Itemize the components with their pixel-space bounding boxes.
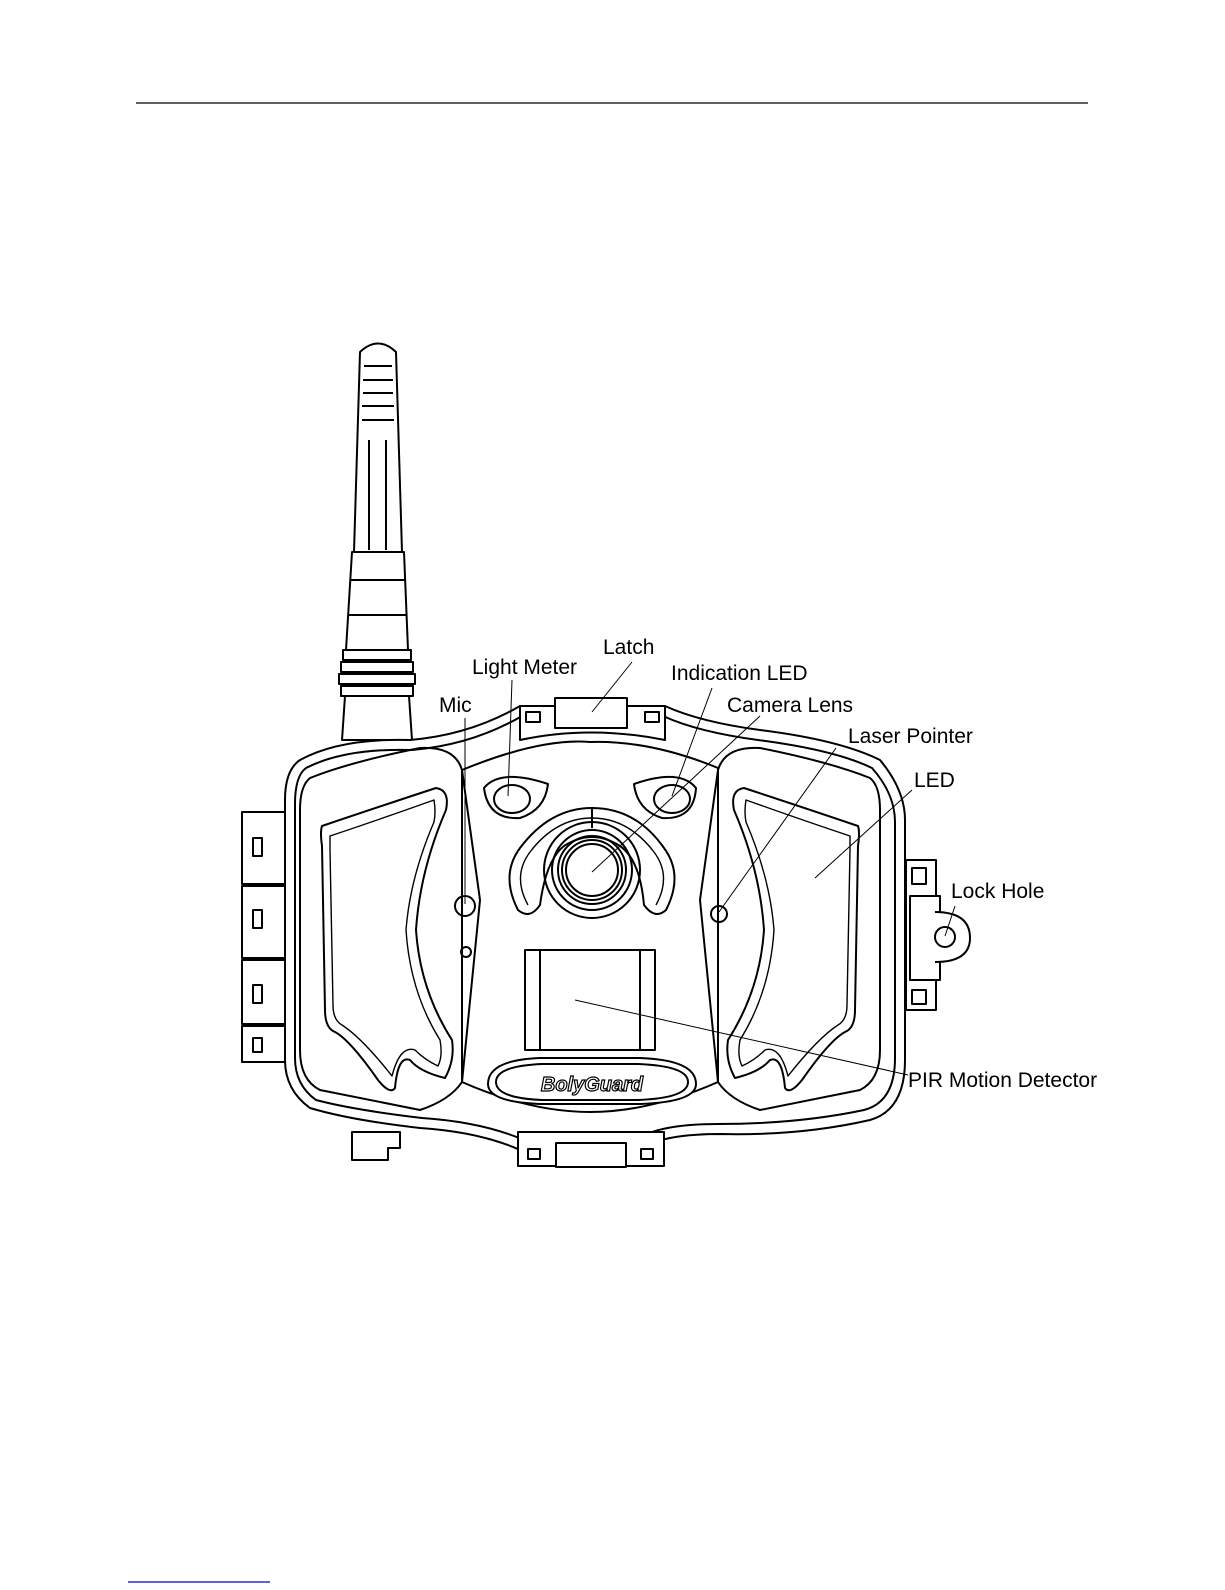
antenna xyxy=(339,344,415,741)
brand-logo: BolyGuard xyxy=(541,1074,644,1096)
label-mic: Mic xyxy=(439,694,472,717)
label-pir-motion-detector: PIR Motion Detector xyxy=(908,1069,1097,1092)
label-laser-pointer: Laser Pointer xyxy=(848,725,973,748)
label-light-meter: Light Meter xyxy=(472,656,577,679)
label-led: LED xyxy=(914,769,955,792)
bottom-latch xyxy=(518,1132,664,1167)
label-camera-lens: Camera Lens xyxy=(727,694,853,717)
bottom-tab xyxy=(352,1132,400,1160)
label-indication-led: Indication LED xyxy=(671,662,808,685)
label-latch: Latch xyxy=(603,636,654,659)
pir-motion-detector xyxy=(525,950,655,1050)
center-body xyxy=(462,742,718,1112)
label-lock-hole: Lock Hole xyxy=(951,880,1044,903)
